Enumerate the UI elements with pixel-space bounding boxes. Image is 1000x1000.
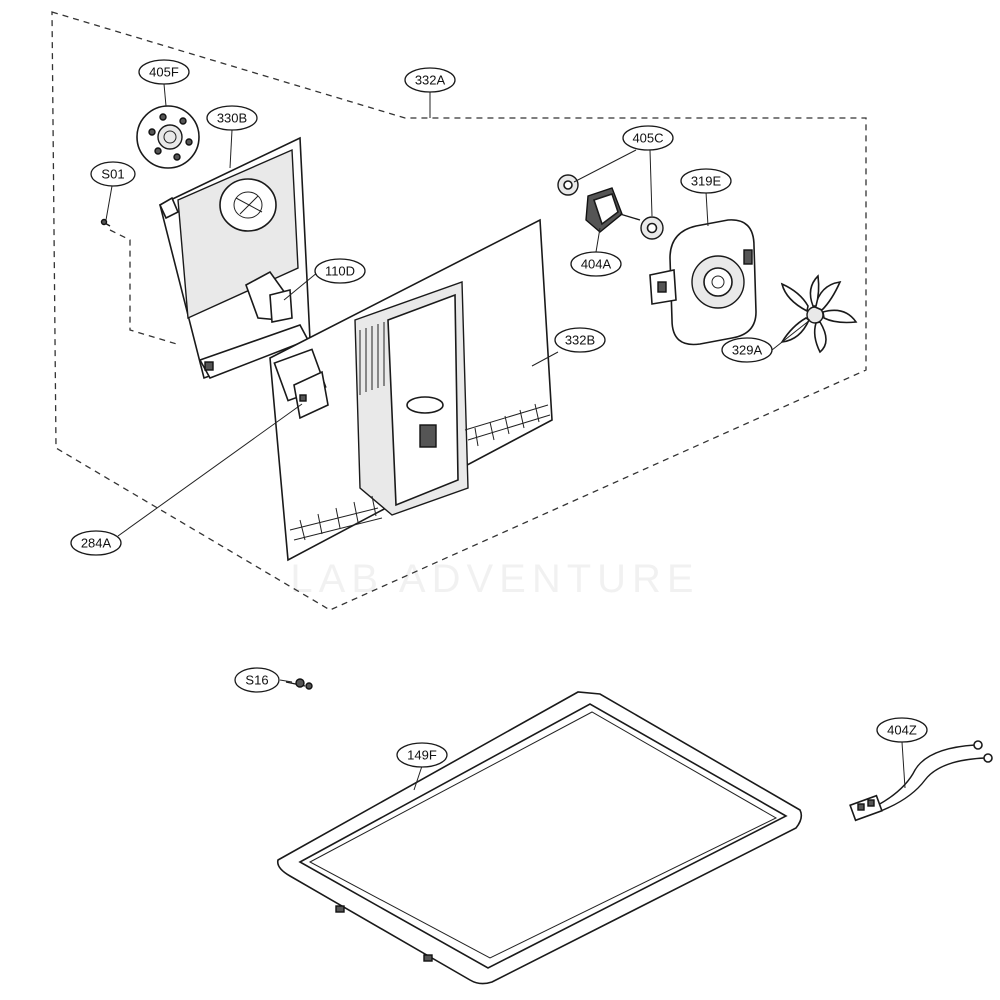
- part-332B-cover-panel: [269, 218, 553, 562]
- callout-110D: 110D: [314, 258, 366, 284]
- part-405F-disc: [136, 105, 200, 169]
- part-S01-screw: [100, 218, 111, 227]
- callout-149F: 149F: [396, 742, 448, 768]
- leader-lines: [105, 83, 906, 791]
- callout-284A: 284A: [70, 530, 122, 556]
- callout-S16: S16: [234, 667, 280, 693]
- callout-332B: 332B: [554, 327, 606, 353]
- part-404Z-wire-harness: [849, 740, 993, 822]
- callout-label: 404Z: [887, 723, 917, 738]
- callout-330B: 330B: [206, 105, 258, 131]
- callout-label: 404A: [581, 257, 612, 272]
- part-S16-screw: [285, 678, 313, 690]
- callout-label: 405F: [149, 65, 179, 80]
- callout-label: S01: [101, 167, 124, 182]
- part-405C-grommets: [557, 174, 664, 240]
- callout-label: S16: [245, 673, 268, 688]
- callout-S01: S01: [90, 161, 136, 187]
- callout-label: 405C: [632, 131, 663, 146]
- callout-label: 284A: [81, 536, 112, 551]
- callout-405F: 405F: [138, 59, 190, 85]
- callout-label: 332B: [565, 333, 595, 348]
- callout-label: 329A: [732, 343, 763, 358]
- callout-329A: 329A: [721, 337, 773, 363]
- callout-label: 330B: [217, 111, 247, 126]
- part-329A-fan-blade: [780, 274, 858, 354]
- part-149F-glass-shelf: [276, 691, 803, 985]
- callout-label: 332A: [415, 73, 446, 88]
- callout-405C: 405C: [622, 125, 674, 151]
- callout-label: 110D: [325, 264, 355, 279]
- watermark-text: LAB ADVENTURE: [290, 557, 699, 601]
- callout-label: 319E: [691, 174, 722, 189]
- callout-label: 149F: [407, 748, 437, 763]
- callout-404Z: 404Z: [876, 717, 928, 743]
- assembly-boundary-332A: [51, 11, 867, 611]
- part-319E-fan-shroud: [649, 219, 757, 346]
- callout-332A: 332A: [404, 67, 456, 93]
- part-404A-fan-motor: [585, 187, 641, 233]
- callout-404A: 404A: [570, 251, 622, 277]
- part-330B-bracket: [109, 136, 311, 380]
- callout-319E: 319E: [680, 168, 732, 194]
